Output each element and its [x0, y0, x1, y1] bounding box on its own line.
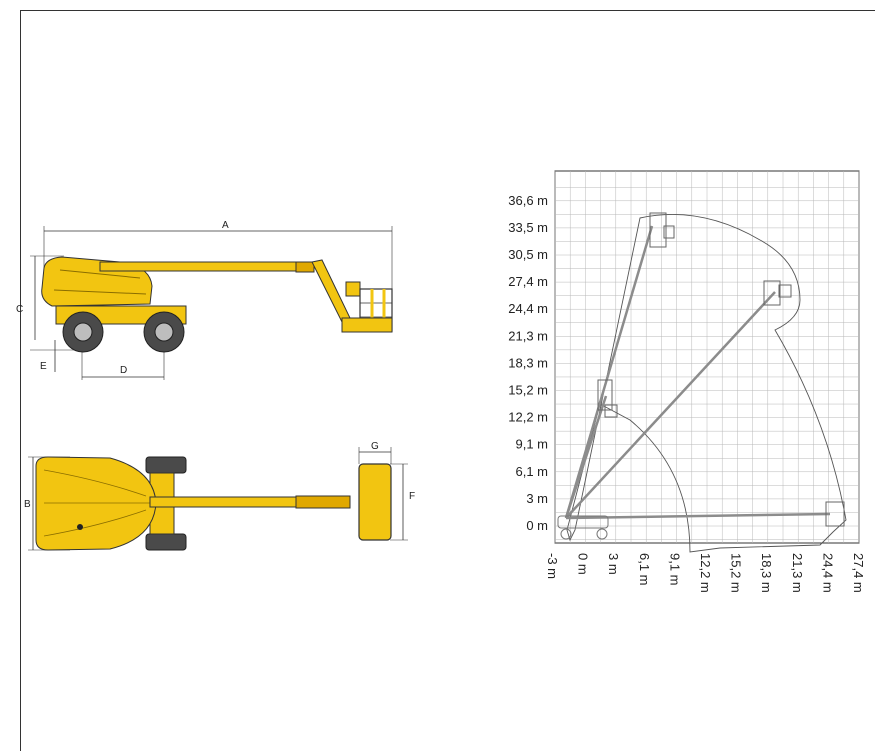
y-tick-label: 21,3 m [508, 328, 548, 343]
dim-label-a: A [222, 220, 229, 231]
y-tick-label: 36,6 m [508, 193, 548, 208]
main-boom [99, 261, 297, 272]
basket-max-height [649, 212, 667, 248]
boom-position-max-height [564, 225, 654, 519]
y-tick-label: 18,3 m [508, 355, 548, 370]
top-platform [358, 463, 392, 541]
y-tick-label: 9,1 m [515, 437, 548, 452]
y-tick-label: 30,5 m [508, 247, 548, 262]
dim-label-f: F [409, 491, 415, 502]
top-jib [295, 495, 351, 509]
dim-label-b: B [24, 499, 31, 510]
dim-label-d: D [120, 365, 127, 376]
x-tick-label: 27,4 m [851, 553, 866, 593]
machine-base [557, 515, 609, 529]
x-tick-label: 12,2 m [698, 553, 713, 593]
y-tick-label: 15,2 m [508, 383, 548, 398]
basket-outreach-high [763, 280, 781, 306]
x-tick-label: 24,4 m [820, 553, 835, 593]
dim-label-c: C [16, 304, 23, 315]
y-tick-label: 24,4 m [508, 301, 548, 316]
basket-horizontal [825, 501, 845, 527]
chart-grid [554, 171, 860, 543]
jib [311, 259, 351, 323]
x-axis-labels: -3 m 0 m 3 m 6,1 m 9,1 m 12,2 m 15,2 m 18,3 m 21… [545, 553, 866, 593]
top-wheel-left-front [145, 456, 187, 474]
x-tick-label: 21,3 m [790, 553, 805, 593]
y-tick-label: 27,4 m [508, 274, 548, 289]
top-main-boom [149, 496, 297, 508]
side-view: A C E D [16, 220, 393, 380]
top-wheel-right-front [145, 533, 187, 551]
x-tick-label: 0 m [576, 553, 591, 575]
y-tick-label: 6,1 m [515, 464, 548, 479]
top-view: B G F [24, 441, 415, 551]
x-tick-label: 18,3 m [759, 553, 774, 593]
dim-label-e: E [40, 361, 47, 372]
y-tick-label: 12,2 m [508, 410, 548, 425]
boom-position-max-outreach-high [565, 291, 776, 519]
working-envelope [566, 214, 847, 553]
x-tick-label: 9,1 m [667, 553, 682, 586]
y-tick-label: 0 m [526, 518, 548, 533]
boom-position-low [564, 395, 608, 519]
x-tick-label: -3 m [545, 553, 560, 579]
y-tick-label: 3 m [526, 491, 548, 506]
x-tick-label: 15,2 m [729, 553, 744, 593]
y-tick-label: 33,5 m [508, 220, 548, 235]
x-tick-label: 6,1 m [637, 553, 652, 586]
x-tick-label: 3 m [606, 553, 621, 575]
boom-position-horizontal [565, 512, 831, 520]
y-axis-labels: 0 m 3 m 6,1 m 9,1 m 12,2 m 15,2 m 18,3 m 21,3 m… [508, 193, 548, 533]
drawing-frame [20, 10, 875, 751]
working-range-chart: 0 m 3 m 6,1 m 9,1 m 12,2 m 15,2 m 18,3 m 21,3 m… [508, 170, 866, 593]
top-turntable [35, 456, 157, 551]
dim-label-g: G [371, 441, 379, 452]
